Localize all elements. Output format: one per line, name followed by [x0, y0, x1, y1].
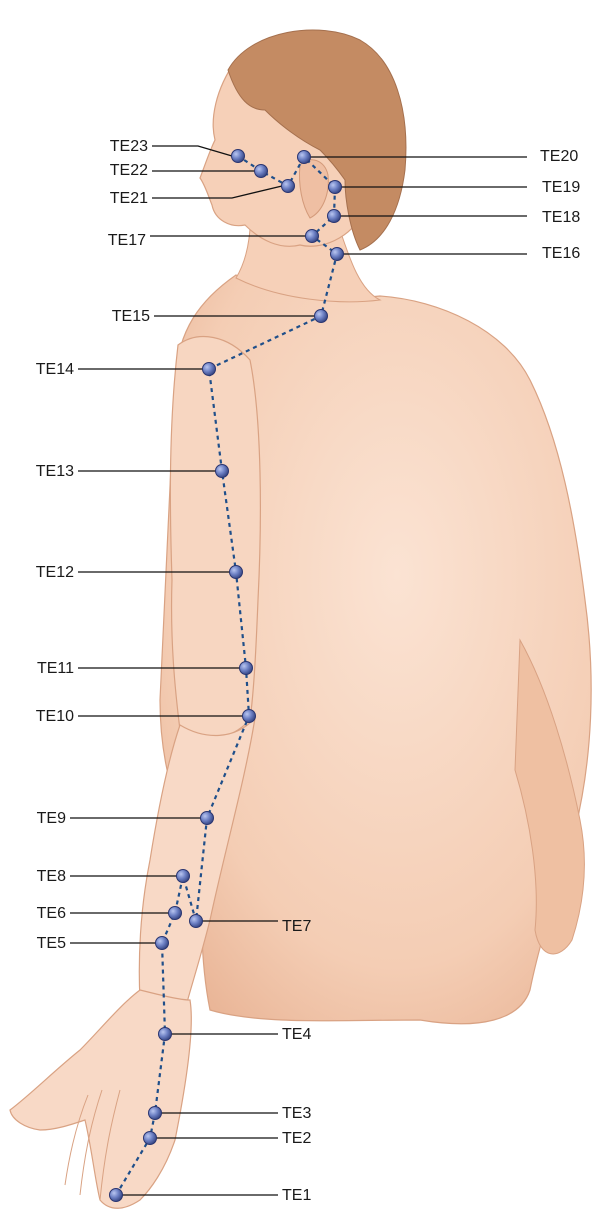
te14-label: TE14 — [36, 361, 74, 378]
te22-acupoint-marker — [255, 165, 268, 178]
te3-acupoint-marker — [149, 1107, 162, 1120]
te21-acupoint-marker — [282, 180, 295, 193]
te23-label: TE23 — [110, 138, 148, 155]
te3-label: TE3 — [282, 1105, 311, 1122]
te4-label: TE4 — [282, 1026, 311, 1043]
upper-arm — [170, 337, 260, 739]
te18-label: TE18 — [542, 209, 580, 226]
te10-acupoint-marker — [243, 710, 256, 723]
te15-acupoint-marker — [315, 310, 328, 323]
te21-label: TE21 — [110, 190, 148, 207]
te5-acupoint-marker — [156, 937, 169, 950]
hand — [10, 990, 191, 1208]
te11-acupoint-marker — [240, 662, 253, 675]
te15-label: TE15 — [112, 308, 150, 325]
te10-label: TE10 — [36, 708, 74, 725]
te6-label: TE6 — [37, 905, 66, 922]
te19-acupoint-marker — [329, 181, 342, 194]
te16-label: TE16 — [542, 245, 580, 262]
te9-acupoint-marker — [201, 812, 214, 825]
te11-label: TE11 — [37, 660, 74, 677]
te6-acupoint-marker — [169, 907, 182, 920]
te22-label: TE22 — [110, 162, 148, 179]
te20-label: TE20 — [540, 148, 578, 165]
te19-label: TE19 — [542, 179, 580, 196]
te23-acupoint-marker — [232, 150, 245, 163]
te2-label: TE2 — [282, 1130, 311, 1147]
te14-acupoint-marker — [203, 363, 216, 376]
te13-acupoint-marker — [216, 465, 229, 478]
te12-acupoint-marker — [230, 566, 243, 579]
te7-label: TE7 — [282, 918, 311, 935]
te17-label: TE17 — [108, 232, 146, 249]
te4-acupoint-marker — [159, 1028, 172, 1041]
te8-label: TE8 — [37, 868, 66, 885]
te9-label: TE9 — [37, 810, 66, 827]
te17-acupoint-marker — [306, 230, 319, 243]
te20-acupoint-marker — [298, 151, 311, 164]
te16-acupoint-marker — [331, 248, 344, 261]
te1-acupoint-marker — [110, 1189, 123, 1202]
te2-acupoint-marker — [144, 1132, 157, 1145]
te7-acupoint-marker — [190, 915, 203, 928]
te12-label: TE12 — [36, 564, 74, 581]
te18-acupoint-marker — [328, 210, 341, 223]
te1-label: TE1 — [282, 1187, 311, 1204]
te5-label: TE5 — [37, 935, 66, 952]
te8-acupoint-marker — [177, 870, 190, 883]
te13-label: TE13 — [36, 463, 74, 480]
